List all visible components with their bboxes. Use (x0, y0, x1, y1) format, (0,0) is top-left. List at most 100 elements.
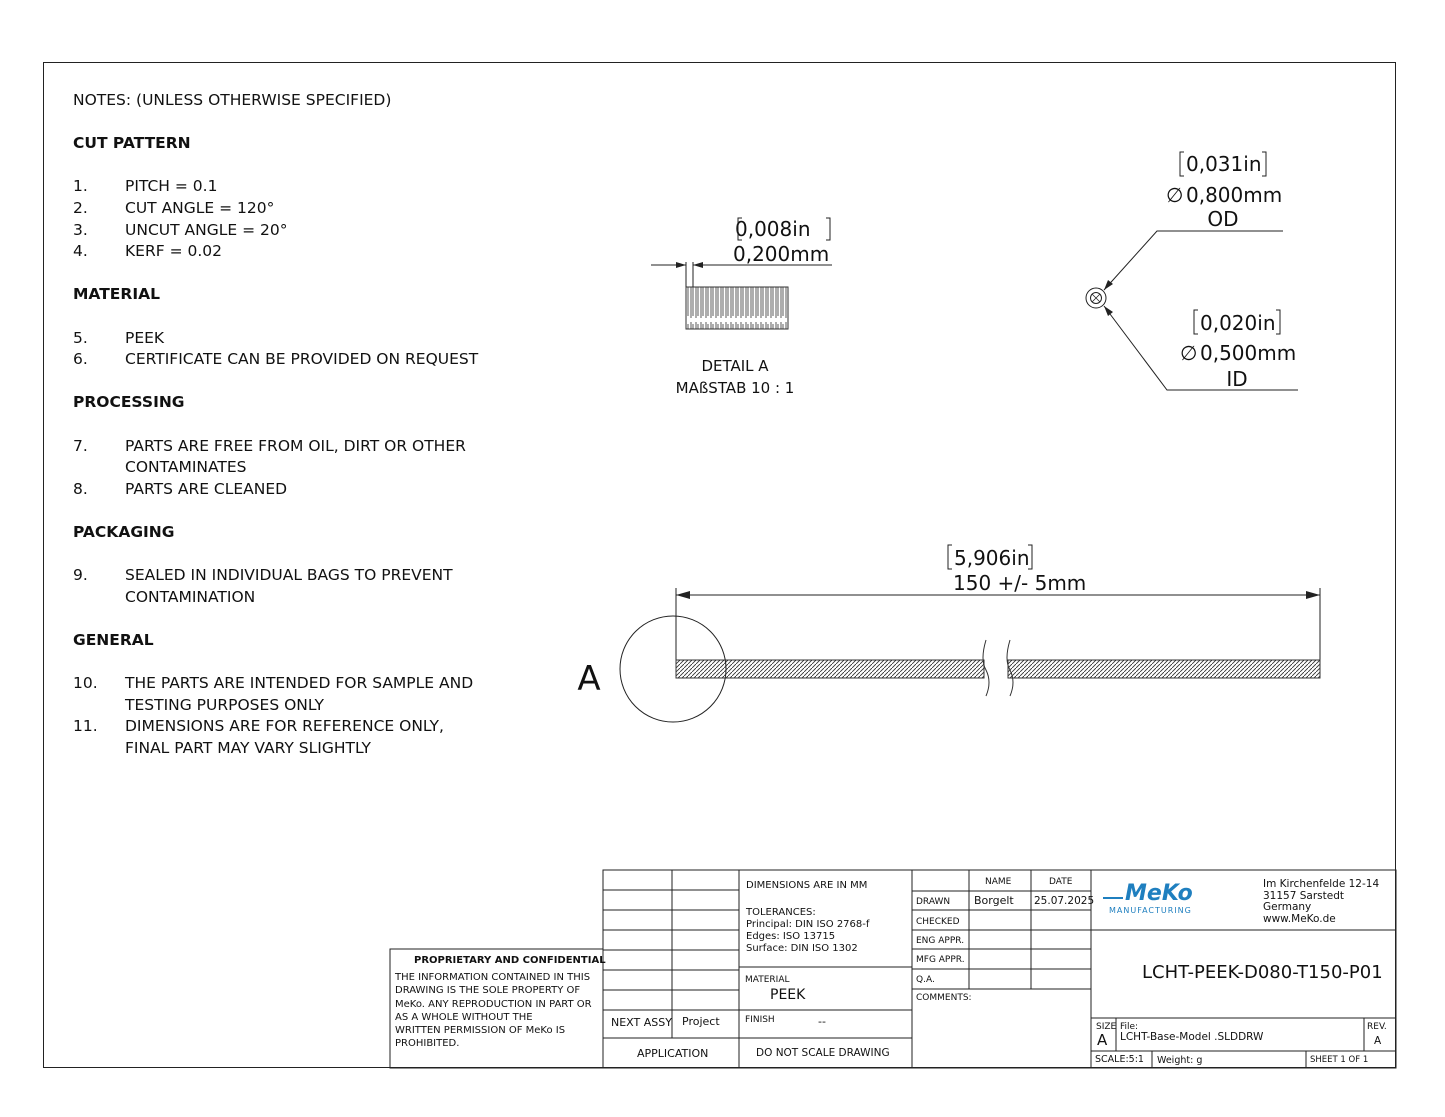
break-line-left (982, 639, 990, 697)
proprietary-text: THE INFORMATION CONTAINED IN THIS DRAWIN… (395, 972, 592, 1050)
file-value: LCHT-Base-Model .SLDDRW (1120, 1031, 1264, 1043)
note-text: TESTING PURPOSES ONLY (125, 695, 324, 714)
note-item: TESTING PURPOSES ONLY (73, 695, 478, 717)
note-text: PEEK (125, 328, 165, 347)
svg-text:MANUFACTURING: MANUFACTURING (1109, 906, 1192, 915)
notes-section-title: MATERIAL (73, 285, 160, 304)
note-number: 3. (73, 220, 88, 239)
section-id-circle (1090, 292, 1102, 304)
mfg-appr-label: MFG APPR. (916, 955, 965, 965)
drawn-label: DRAWN (916, 897, 951, 907)
break-line-right (1006, 639, 1014, 697)
next-assy-label: NEXT ASSY (611, 1016, 672, 1029)
note-item: 9. SEALED IN INDIVIDUAL BAGS TO PREVENT (73, 565, 478, 587)
note-text: PITCH = 0.1 (125, 177, 218, 196)
notes-section-title: PROCESSING (73, 393, 185, 412)
detail-tube (685, 286, 789, 330)
company-address: Im Kirchenfelde 12-14 31157 Sarstedt Ger… (1263, 878, 1380, 925)
id-dim-mm: 0,500mm (1200, 341, 1296, 365)
size-label: SIZE (1096, 1022, 1117, 1032)
file-label: File: (1120, 1022, 1139, 1032)
proprietary-title: PROPRIETARY AND CONFIDENTIAL (414, 955, 606, 966)
notes-section-title: GENERAL (73, 630, 154, 649)
note-number: 5. (73, 328, 88, 347)
od-dim-mm: 0,800mm (1186, 183, 1282, 207)
name-header: NAME (985, 877, 1012, 887)
note-item: FINAL PART MAY VARY SLIGHTLY (73, 738, 478, 760)
meko-logo: MeKo MANUFACTURING (1103, 880, 1243, 916)
eng-appr-label: ENG APPR. (916, 936, 965, 946)
note-item: 5. PEEK (73, 328, 478, 350)
do-not-scale-note: DO NOT SCALE DRAWING (756, 1047, 890, 1059)
application-label: APPLICATION (637, 1047, 709, 1060)
qa-label: Q.A. (916, 975, 935, 985)
sheet-value: SHEET 1 OF 1 (1310, 1055, 1369, 1065)
note-item: 11. DIMENSIONS ARE FOR REFERENCE ONLY, (73, 716, 478, 738)
part-number: LCHT-PEEK-D080-T150-P01 (1142, 962, 1383, 983)
detail-a-view: 0,008in 0,200mm DETAIL A MAßSTAB 10 : 1 (651, 217, 832, 397)
weight-value: Weight: g (1157, 1055, 1203, 1066)
note-number: 4. (73, 242, 88, 261)
note-number: 11. (73, 717, 98, 736)
note-text: CONTAMINATES (125, 458, 247, 477)
note-item: 1. PITCH = 0.1 (73, 176, 478, 198)
note-text: FINAL PART MAY VARY SLIGHTLY (125, 738, 372, 757)
note-number: 9. (73, 566, 88, 585)
length-dim-mm: 150 +/- 5mm (953, 571, 1086, 595)
note-text: KERF = 0.02 (125, 242, 222, 261)
note-text: DIMENSIONS ARE FOR REFERENCE ONLY, (125, 717, 444, 736)
checked-label: CHECKED (916, 917, 960, 927)
note-number: 1. (73, 177, 88, 196)
svg-text:MeKo: MeKo (1125, 881, 1193, 906)
section-od-circle (1085, 287, 1107, 309)
detail-label: DETAIL A (701, 357, 769, 375)
material-value: PEEK (770, 987, 806, 1003)
drawn-date: 25.07.2025 (1034, 895, 1095, 907)
finish-label: FINISH (745, 1015, 775, 1025)
note-text: CERTIFICATE CAN BE PROVIDED ON REQUEST (125, 350, 479, 369)
date-header: DATE (1049, 877, 1073, 887)
note-item: 2.CUT ANGLE = 120° (73, 198, 478, 220)
meko-logo-mark: MeKo MANUFACTURING (1103, 881, 1193, 915)
material-label: MATERIAL (745, 975, 790, 985)
notes-section-title: PACKAGING (73, 522, 175, 541)
note-number: 6. (73, 350, 88, 369)
note-item: 4. KERF = 0.02 (73, 241, 478, 263)
note-item: 6. CERTIFICATE CAN BE PROVIDED ON REQUEST (73, 349, 478, 371)
section-view: 0,031in ∅ 0,800mm OD 0,020in ∅ 0,500mm I… (1085, 151, 1298, 391)
note-item: 3. UNCUT ANGLE = 20° (73, 220, 478, 242)
detail-a-callout-circle (619, 615, 727, 723)
dimensions-note: DIMENSIONS ARE IN MM (746, 880, 868, 891)
notes-section-title: CUT PATTERN (73, 134, 191, 153)
note-item: 10.THE PARTS ARE INTENDED FOR SAMPLE AND (73, 673, 478, 695)
project-label: Project (682, 1015, 720, 1028)
length-dim-in: 5,906in (954, 546, 1030, 570)
comments-label: COMMENTS: (916, 993, 972, 1003)
finish-value: -- (818, 1015, 826, 1028)
detail-scale: MAßSTAB 10 : 1 (676, 379, 795, 397)
note-item: CONTAMINATES (73, 457, 478, 479)
notes-heading: NOTES: (UNLESS OTHERWISE SPECIFIED) (73, 91, 392, 109)
rev-label: REV. (1367, 1022, 1387, 1032)
note-item: CONTAMINATION (73, 587, 478, 609)
length-view: 5,906in 150 +/- 5mm A (577, 544, 1321, 723)
note-number: 10. (73, 674, 98, 693)
rev-value: A (1374, 1035, 1382, 1047)
note-number: 7. (73, 436, 88, 455)
od-dim-in: 0,031in (1186, 152, 1262, 176)
tube-right-segment (1007, 659, 1321, 679)
note-text: SEALED IN INDIVIDUAL BAGS TO PREVENT (125, 566, 453, 585)
note-text: PARTS ARE CLEANED (125, 479, 288, 498)
detail-a-callout-letter: A (577, 659, 600, 699)
od-diameter-symbol: ∅ (1166, 183, 1183, 207)
size-value: A (1097, 1031, 1108, 1049)
note-text: PARTS ARE FREE FROM OIL, DIRT OR OTHER (125, 436, 466, 455)
note-text: CUT ANGLE = 120° (125, 198, 275, 217)
note-text: UNCUT ANGLE = 20° (125, 220, 288, 239)
detail-dim-in: 0,008in (735, 217, 811, 241)
note-number: 8. (73, 479, 88, 498)
tolerances-note: TOLERANCES: Principal: DIN ISO 2768-f Ed… (746, 907, 870, 954)
tube-left-segment (675, 659, 985, 679)
od-label: OD (1207, 207, 1238, 231)
